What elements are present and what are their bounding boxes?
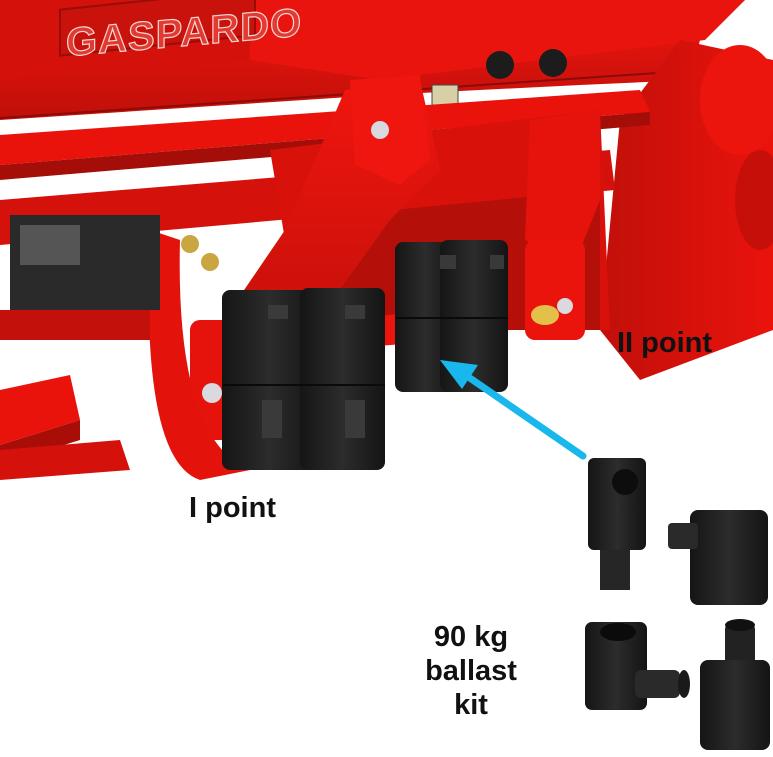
label-point-one: I point: [189, 492, 276, 524]
label-ballast-kit: 90 kg ballast kit: [409, 620, 533, 722]
label-kit-line-3: kit: [454, 689, 488, 721]
hopper-body: [0, 0, 745, 120]
hitch-arm-right: [525, 110, 600, 340]
lower-linkage: [0, 215, 250, 480]
ballast-stack-i: [222, 288, 385, 470]
arrow-icon: [440, 360, 587, 460]
ballast-stack-ii: [395, 240, 508, 392]
label-kit-line-1: 90 kg: [433, 621, 509, 653]
ballast-weight-icon: [585, 458, 770, 750]
label-point-two: II point: [617, 327, 713, 359]
label-kit-line-2: ballast: [425, 655, 517, 687]
